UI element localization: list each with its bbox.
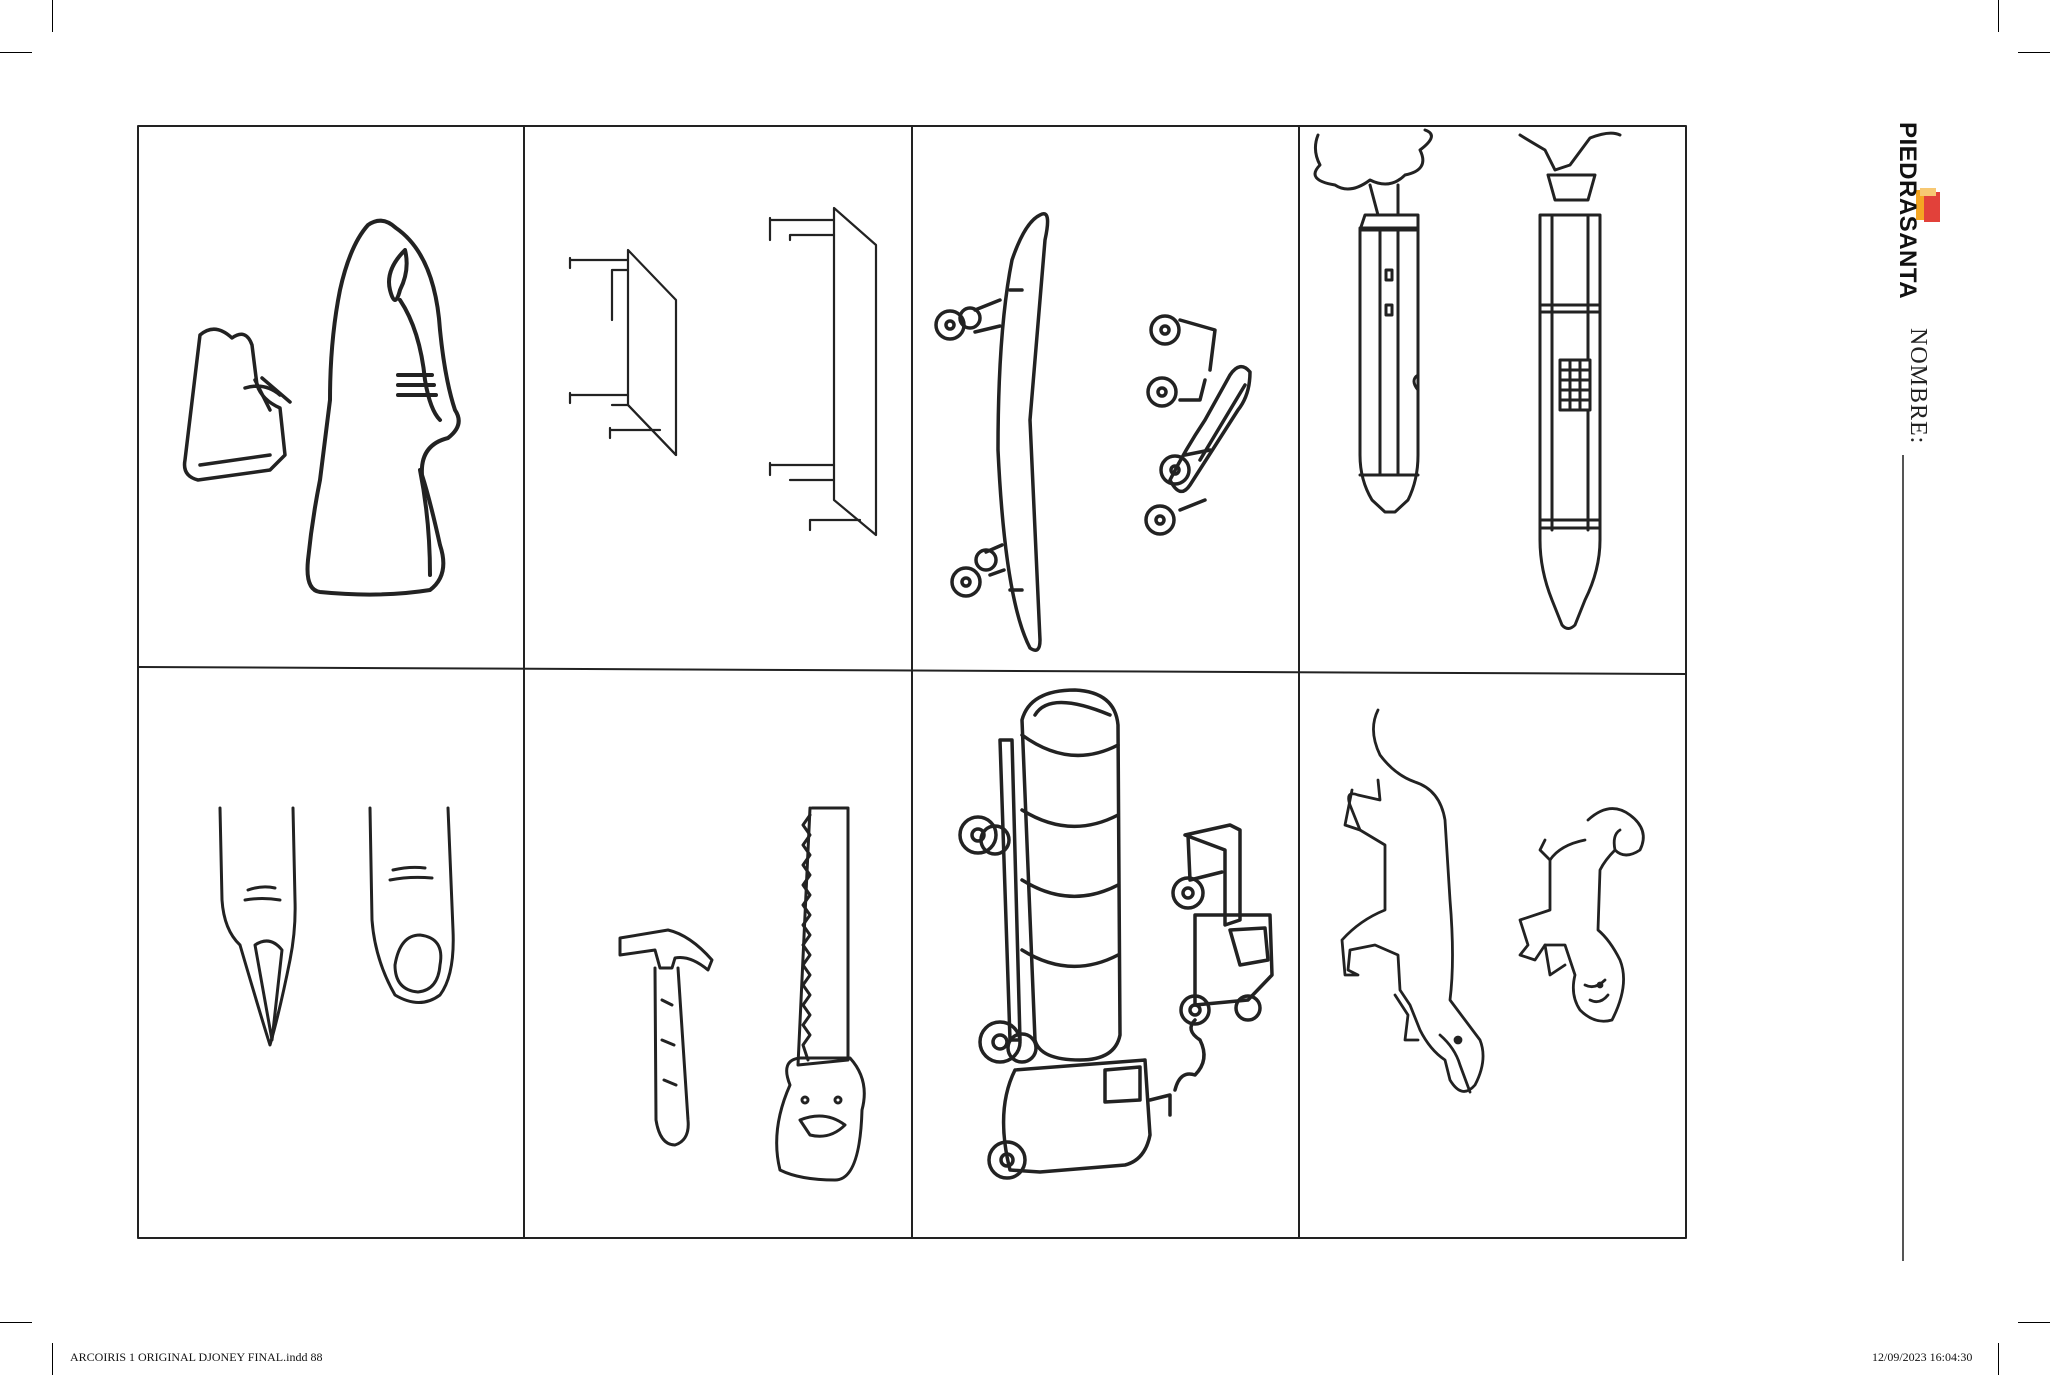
big-rocket-icon (1518, 131, 1622, 630)
short-nail-finger-icon (368, 806, 455, 1004)
small-pickup-truck-icon (1171, 823, 1274, 1026)
panel-trucks (958, 688, 1274, 1180)
crop-mark-top-right (1998, 0, 1999, 32)
worksheet-grid (137, 125, 1687, 1239)
crop-mark-bottom-left (52, 1343, 53, 1375)
small-rocket-icon (1313, 128, 1433, 514)
crop-mark-top-left (52, 0, 53, 32)
brand-logo-mark (1916, 188, 1940, 222)
small-shoe-icon (182, 327, 292, 482)
big-skateboard-icon (934, 212, 1050, 652)
panel-skateboards (934, 212, 1252, 652)
grid-lines (137, 125, 1687, 1239)
crop-mark-bottom-left-h (0, 1322, 32, 1323)
small-table-icon (568, 248, 678, 457)
big-tanker-truck-icon (958, 688, 1206, 1180)
small-skateboard-icon (1144, 314, 1252, 536)
panel-tables (568, 206, 878, 537)
panel-tools (618, 806, 866, 1182)
panel-rockets (1313, 128, 1622, 630)
hammer-icon (618, 928, 714, 1147)
long-nail-finger-icon (218, 806, 297, 1047)
big-dachshund-icon (1340, 708, 1485, 1094)
crop-mark-bottom-right-h (2018, 1322, 2050, 1323)
crop-mark-top-right-h (2018, 52, 2050, 53)
saw-icon (775, 806, 866, 1182)
brand-name: PIEDRASANTA (1894, 122, 1921, 300)
name-input-line[interactable] (1902, 455, 1904, 1261)
big-shoe-icon (305, 218, 461, 597)
big-table-icon (768, 206, 878, 537)
panel-shoes (182, 218, 461, 597)
small-lion-dog-icon (1518, 807, 1645, 1023)
crop-mark-bottom-right (1998, 1343, 1999, 1375)
panel-fingers (218, 806, 455, 1047)
brand-logo (1868, 120, 1958, 310)
panel-dogs (1340, 708, 1645, 1094)
crop-mark-top-left-h (0, 52, 32, 53)
footer-file-name: ARCOIRIS 1 ORIGINAL DJONEY FINAL.indd 88 (70, 1350, 323, 1364)
name-label: NOMBRE: (1905, 328, 1931, 445)
footer-timestamp: 12/09/2023 16:04:30 (1872, 1350, 1973, 1364)
